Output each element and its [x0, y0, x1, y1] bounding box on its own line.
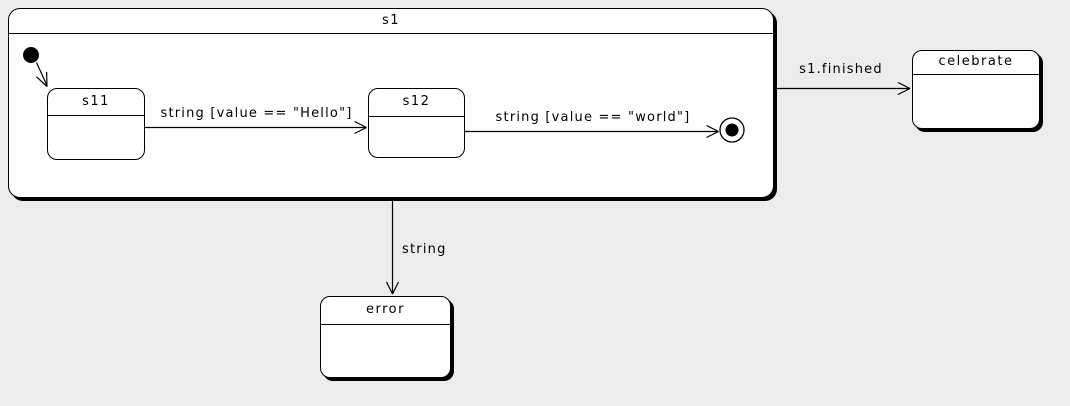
transition-s1-to-error-arrowhead [385, 281, 400, 295]
transition-label-s1-to-error: string [402, 242, 447, 257]
state-s12-title: s12 [369, 89, 464, 117]
state-celebrate-title: celebrate [913, 51, 1039, 75]
state-error: error [320, 296, 451, 378]
state-error-title: error [321, 297, 450, 325]
state-s1-title: s1 [9, 9, 773, 34]
transition-label-s12-to-final: string [value == "world"] [495, 110, 691, 125]
transition-s1-to-celebrate-arrowhead [897, 81, 911, 96]
state-s11: s11 [47, 88, 145, 160]
state-s11-title: s11 [48, 89, 144, 116]
transition-label-s11-to-s12: string [value == "Hello"] [160, 106, 353, 121]
state-s12: s12 [368, 88, 465, 158]
transition-label-s1-to-celebrate: s1.finished [799, 62, 883, 77]
state-celebrate: celebrate [912, 50, 1040, 129]
